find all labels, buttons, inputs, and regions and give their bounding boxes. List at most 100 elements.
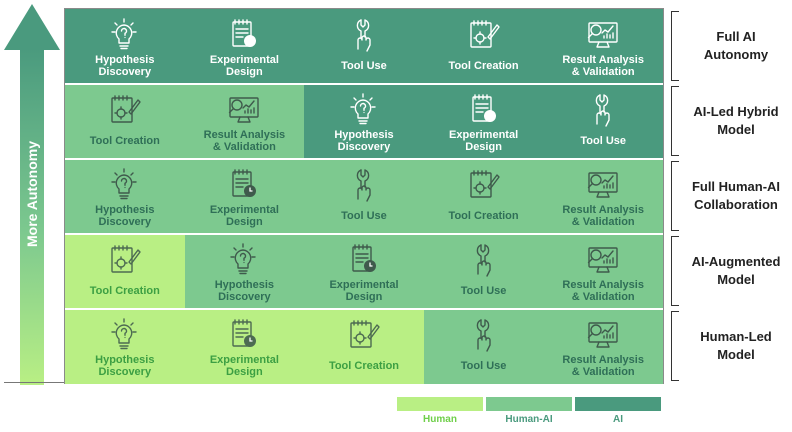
legend-item: Human — [397, 397, 483, 425]
row-divider — [65, 308, 663, 310]
arrow-head — [4, 4, 60, 50]
task-label: Result Analysis& Validation — [562, 54, 644, 78]
monitor-chart-icon — [229, 97, 260, 123]
role-segment-hybrid — [423, 309, 663, 384]
task-cell-tool-creation: Tool Creation — [65, 234, 185, 309]
task-cell-result: Result Analysis& Validation — [185, 84, 305, 159]
axis-baseline — [4, 382, 66, 383]
wrench-hand-icon — [476, 244, 491, 277]
notebook-gear-icon — [111, 95, 141, 123]
task-cell-result: Result Analysis& Validation — [543, 234, 663, 309]
task-cell-tool-creation: Tool Creation — [304, 309, 424, 384]
task-label: Tool Creation — [89, 285, 160, 297]
monitor-chart-icon — [587, 322, 618, 348]
task-label: Tool Use — [580, 135, 626, 147]
notebook-clock-icon — [352, 244, 376, 272]
task-cell-tool-use: Tool Use — [424, 309, 544, 384]
level-bracket — [671, 236, 679, 306]
autonomy-arrow: More Autonomy — [4, 4, 60, 385]
task-cell-tool-creation: Tool Creation — [424, 9, 544, 84]
level-bracket — [671, 161, 679, 231]
level-bracket — [671, 86, 679, 156]
task-cell-result: Result Analysis& Validation — [543, 9, 663, 84]
task-cell-result: Result Analysis& Validation — [543, 309, 663, 384]
row-divider — [65, 83, 663, 85]
task-cell-tool-creation: Tool Creation — [424, 159, 544, 234]
monitor-chart-icon — [587, 247, 618, 273]
task-cell-tool-use: Tool Use — [304, 159, 424, 234]
row-divider — [65, 158, 663, 160]
task-label: Tool Use — [460, 360, 507, 372]
legend-swatch-ai — [575, 397, 661, 411]
lightbulb-icon — [230, 243, 257, 275]
notebook-clock-icon — [232, 19, 257, 47]
legend-item: Human-AI — [486, 397, 572, 425]
lightbulb-icon — [111, 318, 137, 350]
notebook-clock-icon — [232, 169, 257, 197]
task-label: Tool Use — [341, 60, 387, 72]
arrow-shaft — [20, 48, 44, 385]
task-label: Tool Creation — [448, 60, 519, 72]
lightbulb-icon — [111, 168, 137, 200]
notebook-clock-icon — [471, 94, 496, 122]
monitor-chart-icon — [587, 172, 618, 198]
task-label: Tool Creation — [89, 135, 160, 147]
lightbulb-icon — [350, 93, 376, 125]
notebook-gear-icon — [350, 320, 380, 348]
legend-label: Human-AI — [505, 414, 553, 425]
task-cell-tool-use: Tool Use — [304, 9, 424, 84]
notebook-gear-icon — [469, 170, 500, 198]
task-label: Result Analysis& Validation — [562, 204, 644, 228]
wrench-hand-icon — [476, 319, 491, 352]
lightbulb-icon — [111, 18, 137, 50]
row-divider — [65, 233, 663, 235]
legend-label: Human — [423, 414, 457, 425]
task-label: Tool Use — [460, 285, 507, 297]
role-segment-ai — [65, 9, 663, 84]
task-cell-tool-use: Tool Use — [543, 84, 663, 159]
autonomy-axis-label: More Autonomy — [24, 140, 40, 248]
legend-swatch-human — [397, 397, 483, 411]
notebook-gear-icon — [469, 20, 500, 48]
notebook-clock-icon — [232, 319, 257, 347]
task-label: Result Analysis& Validation — [562, 354, 644, 378]
monitor-chart-icon — [587, 22, 618, 48]
role-segment-hybrid — [65, 159, 663, 234]
role-segment-hybrid — [184, 234, 663, 309]
task-label: Result Analysis& Validation — [562, 279, 644, 303]
level-row: Tool Creation Result Analysis& Validation… — [65, 84, 663, 159]
role-segment-hybrid — [65, 84, 305, 159]
legend-swatch-hybrid — [486, 397, 572, 411]
wrench-hand-icon — [595, 94, 610, 127]
wrench-hand-icon — [356, 19, 371, 52]
